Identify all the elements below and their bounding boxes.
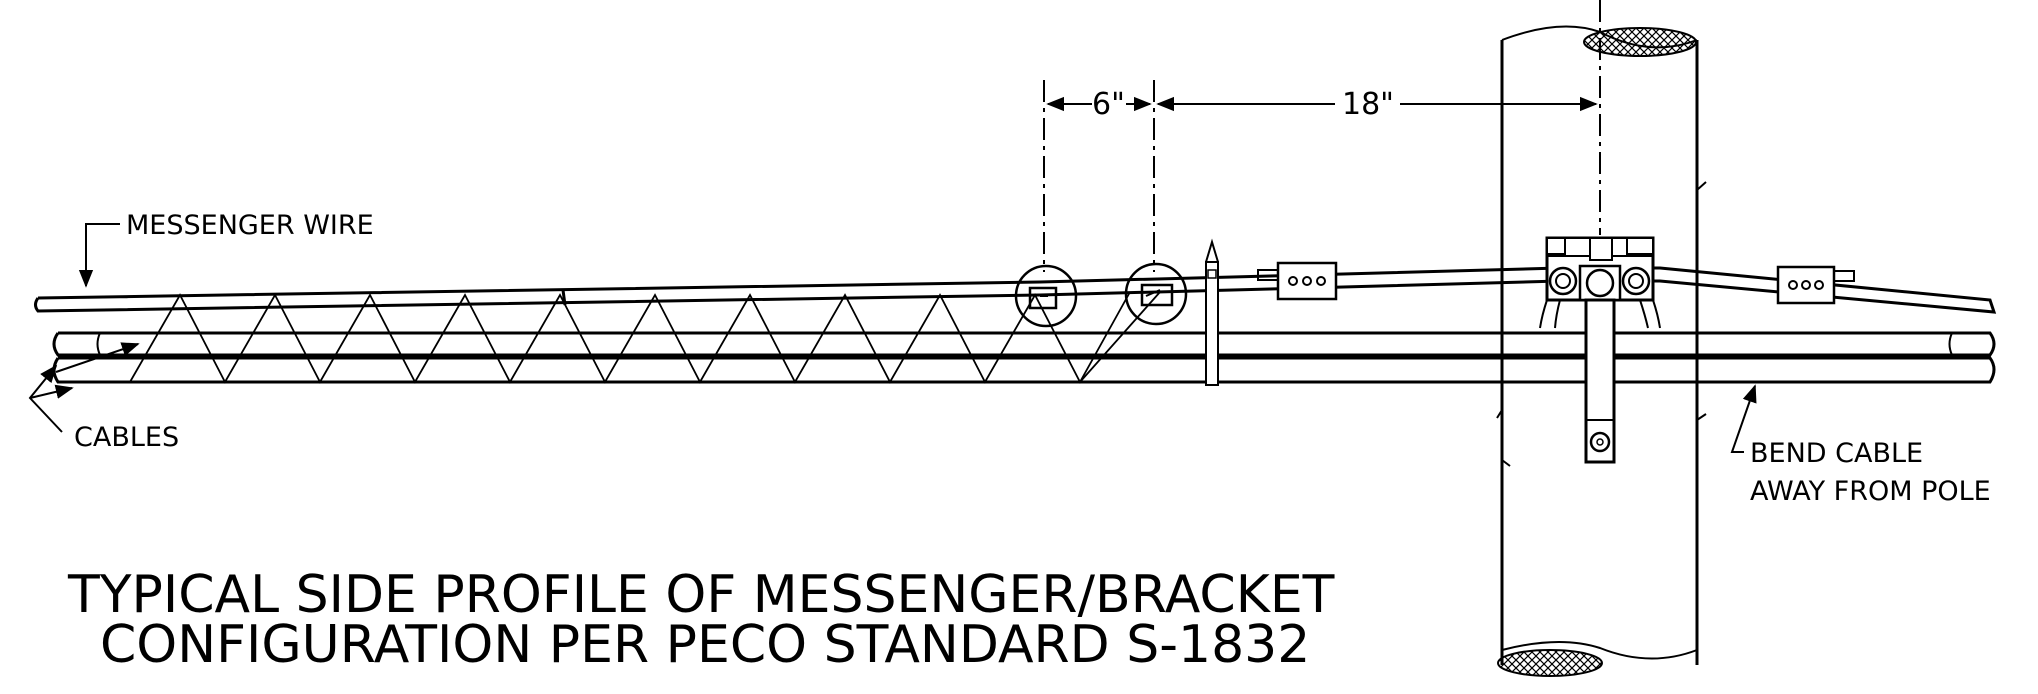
tie-post: [1205, 238, 1219, 386]
bend-cable-label-line2: AWAY FROM POLE: [1750, 476, 1991, 507]
dim-18-text: 18": [1342, 87, 1394, 122]
pole-bottom-hatch: [1497, 649, 1603, 677]
lashing-clamp-1: [1014, 264, 1078, 328]
leaders: [28, 223, 1757, 453]
pole-bracket: [1539, 236, 1661, 464]
utility-pole: [1496, 25, 1707, 677]
lashing-wire: [129, 291, 1131, 384]
title-line-1: TYPICAL SIDE PROFILE OF MESSENGER/BRACKE…: [67, 565, 1335, 625]
dimension-lines: [1043, 80, 1598, 272]
cable-lower: [52, 356, 1996, 384]
messenger-spacer-right: [1776, 265, 1855, 305]
pole-bottom-break: [1501, 640, 1698, 660]
cable-upper: [52, 331, 1996, 357]
bend-cable-label-line1: BEND CABLE: [1750, 438, 1923, 469]
cables-label: CABLES: [74, 422, 179, 453]
messenger-spacer-left: [1257, 261, 1338, 301]
dim-6-text: 6": [1092, 87, 1125, 122]
messenger-wire-label: MESSENGER WIRE: [126, 210, 374, 241]
title-line-2: CONFIGURATION PER PECO STANDARD S-1832: [100, 615, 1310, 675]
lashing-clamp-2: [1124, 262, 1188, 326]
messenger-wire: [34, 266, 1997, 314]
pole-top-hatch: [1583, 27, 1697, 57]
